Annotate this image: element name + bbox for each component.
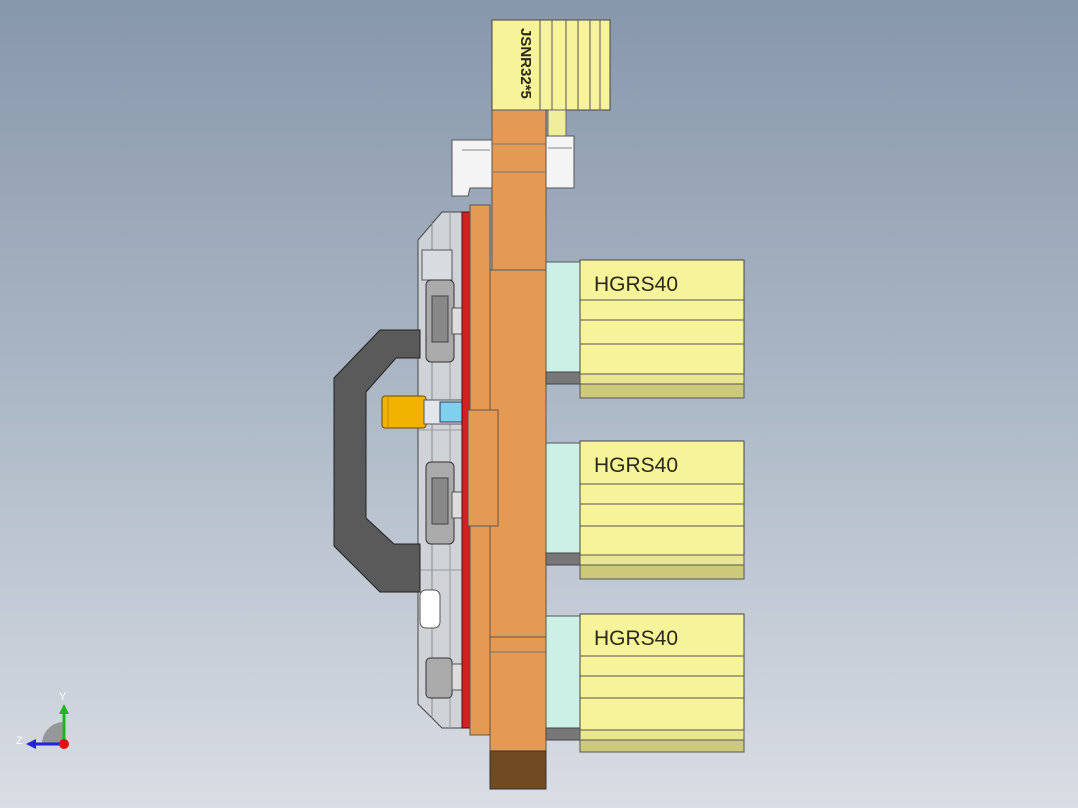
rail-2-label: HGRS40: [594, 454, 678, 477]
rail-1-label: HGRS40: [594, 273, 678, 296]
linear-rail-3: HGRS40: [545, 613, 745, 753]
orange-plate-stack: [467, 109, 547, 790]
linear-rail-2: HGRS40: [545, 440, 745, 580]
y-axis-label: Y: [59, 691, 67, 703]
linear-rail-1: HGRS40: [545, 259, 745, 399]
z-axis-label: Z: [16, 735, 23, 747]
axis-triad[interactable]: Y Z: [16, 691, 69, 749]
locating-pin: [381, 395, 465, 429]
cylinder-rod: [547, 109, 567, 139]
cylinder-label: JSNR32*5: [517, 28, 534, 99]
handle: [333, 329, 421, 593]
origin-dot-icon: [59, 739, 69, 749]
fixture-housing: [417, 211, 463, 729]
rail-3-label: HGRS40: [594, 627, 678, 650]
cylinder-jsnr: JSNR32*5: [491, 19, 611, 111]
triad-arc-icon: [42, 722, 64, 744]
